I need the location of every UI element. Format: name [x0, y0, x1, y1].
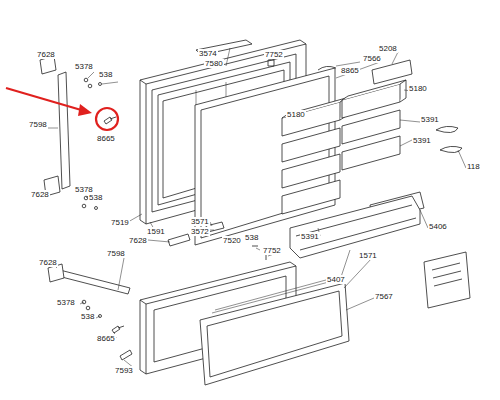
callout-number: 8665 — [96, 334, 116, 343]
callout-number: 3572 — [190, 227, 210, 236]
lower-gasket — [200, 283, 349, 385]
callout-number: 538 — [244, 233, 259, 242]
callout-number: 5391 — [412, 136, 432, 145]
callout-number: 1591 — [146, 227, 166, 236]
callout-number: 7593 — [114, 366, 134, 375]
callout-number: 118 — [466, 162, 481, 171]
callout-number: 8865 — [340, 66, 360, 75]
callout-number: 7752 — [264, 50, 284, 59]
callout-number: 5406 — [428, 222, 448, 231]
red-callout — [6, 88, 118, 130]
callout-number: 3574 — [198, 49, 218, 58]
callout-number: 7628 — [38, 258, 58, 267]
callout-number: 7598 — [28, 120, 48, 129]
callout-number: 5391 — [300, 232, 320, 241]
callout-number: 7628 — [128, 236, 148, 245]
callout-number: 7567 — [374, 292, 394, 301]
upper-gasket — [195, 68, 335, 245]
callout-number: 5180 — [408, 84, 428, 93]
callout-number: 5208 — [378, 44, 398, 53]
callout-number: 7566 — [362, 54, 382, 63]
callout-number: 538 — [88, 193, 103, 202]
callout-number: 7752 — [262, 246, 282, 255]
callout-number: 7520 — [222, 236, 242, 245]
callout-number: 7628 — [36, 50, 56, 59]
upper-handle — [58, 72, 70, 189]
callout-number: 5378 — [56, 298, 76, 307]
callout-number: 3571 — [190, 217, 210, 226]
callout-number: 5180 — [286, 110, 306, 119]
callout-number: 8665 — [96, 134, 116, 143]
callout-number: 7598 — [106, 249, 126, 258]
callout-number: 5378 — [74, 62, 94, 71]
callout-number: 5391 — [420, 115, 440, 124]
callout-number: 1571 — [358, 251, 378, 260]
callout-number: 538 — [98, 70, 113, 79]
callout-number: 7628 — [30, 190, 50, 199]
callout-number: 7580 — [204, 59, 224, 68]
callout-number: 5407 — [326, 275, 346, 284]
owner-manual — [424, 252, 470, 308]
callout-number: 538 — [80, 312, 95, 321]
callout-number: 7519 — [110, 218, 130, 227]
